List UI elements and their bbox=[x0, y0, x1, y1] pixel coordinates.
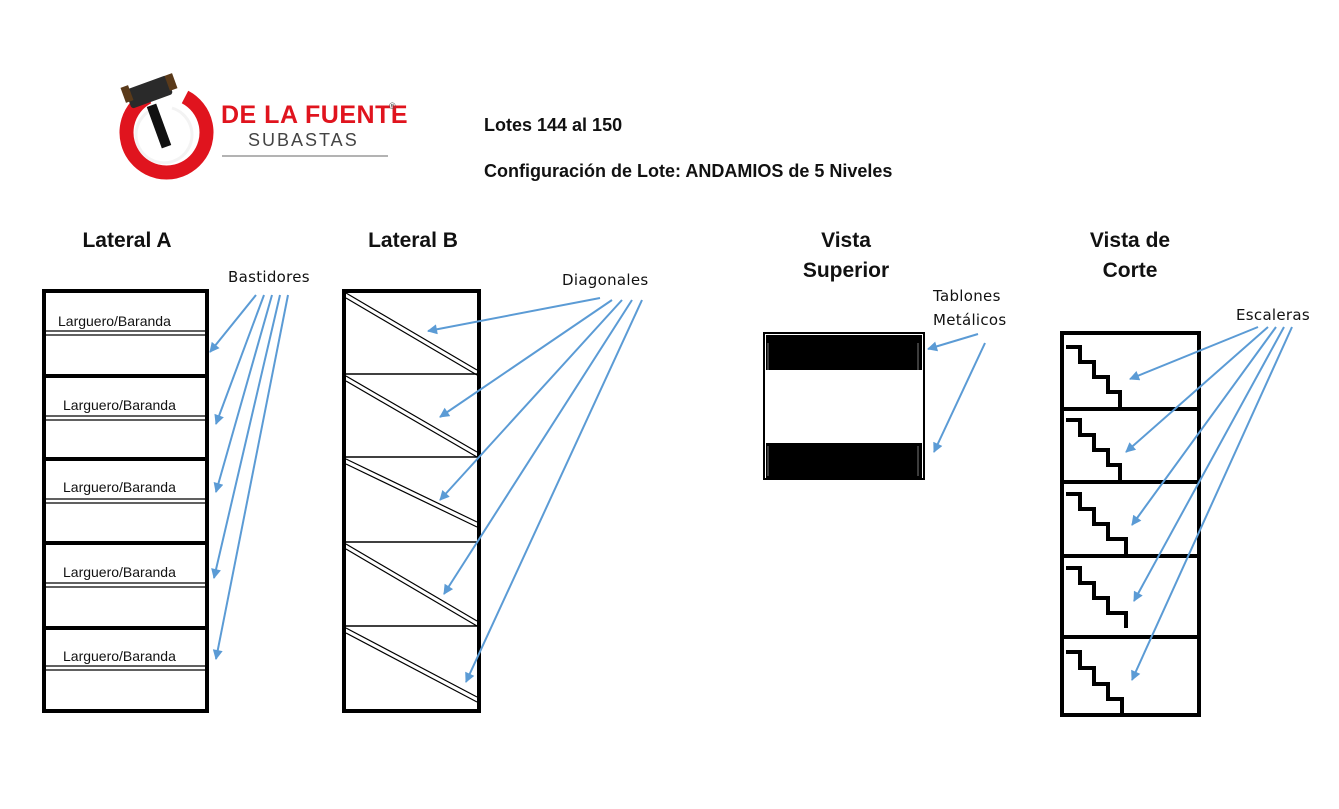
lateral-a-title: Lateral A bbox=[82, 229, 172, 252]
corte-title-line2: Corte bbox=[1102, 259, 1158, 282]
logo-gavel-icon bbox=[119, 73, 214, 180]
rail-label: Larguero/Baranda bbox=[63, 397, 176, 413]
callout-arrows bbox=[209, 294, 1293, 683]
bastidores-label: Bastidores bbox=[228, 268, 310, 286]
tablones-label-line1: Tablones bbox=[933, 287, 1001, 305]
stair-steps bbox=[1066, 345, 1128, 714]
rail-label: Larguero/Baranda bbox=[63, 479, 176, 495]
corte-title: Vista de Corte bbox=[1072, 226, 1188, 286]
escaleras-label: Escaleras bbox=[1236, 306, 1311, 324]
superior-title-line2: Superior bbox=[802, 259, 890, 282]
top-view-frame bbox=[763, 332, 925, 480]
superior-title-line1: Vista bbox=[821, 229, 871, 252]
corte-title-line1: Vista de bbox=[1089, 229, 1171, 252]
superior-title: Vista Superior bbox=[786, 226, 906, 286]
lateral-b-frame bbox=[342, 289, 481, 713]
lateral-b-title: Lateral B bbox=[368, 229, 458, 252]
brand-name: DE LA FUENTE bbox=[221, 101, 409, 129]
rail-label: Larguero/Baranda bbox=[63, 564, 176, 580]
rail-label: Larguero/Baranda bbox=[63, 648, 176, 664]
lateral-a-frame bbox=[42, 289, 209, 713]
lots-heading: Lotes 144 al 150 bbox=[484, 115, 623, 135]
rail-label: Larguero/Baranda bbox=[58, 313, 171, 329]
section-view-frame bbox=[1060, 331, 1201, 717]
brand-registered-mark: ® bbox=[389, 101, 396, 111]
brand-subtitle: SUBASTAS bbox=[248, 130, 359, 150]
diagonales-label: Diagonales bbox=[562, 271, 649, 289]
config-heading: Configuración de Lote: ANDAMIOS de 5 Niv… bbox=[484, 161, 893, 181]
tablones-label-line2: Metálicos bbox=[933, 311, 1007, 329]
